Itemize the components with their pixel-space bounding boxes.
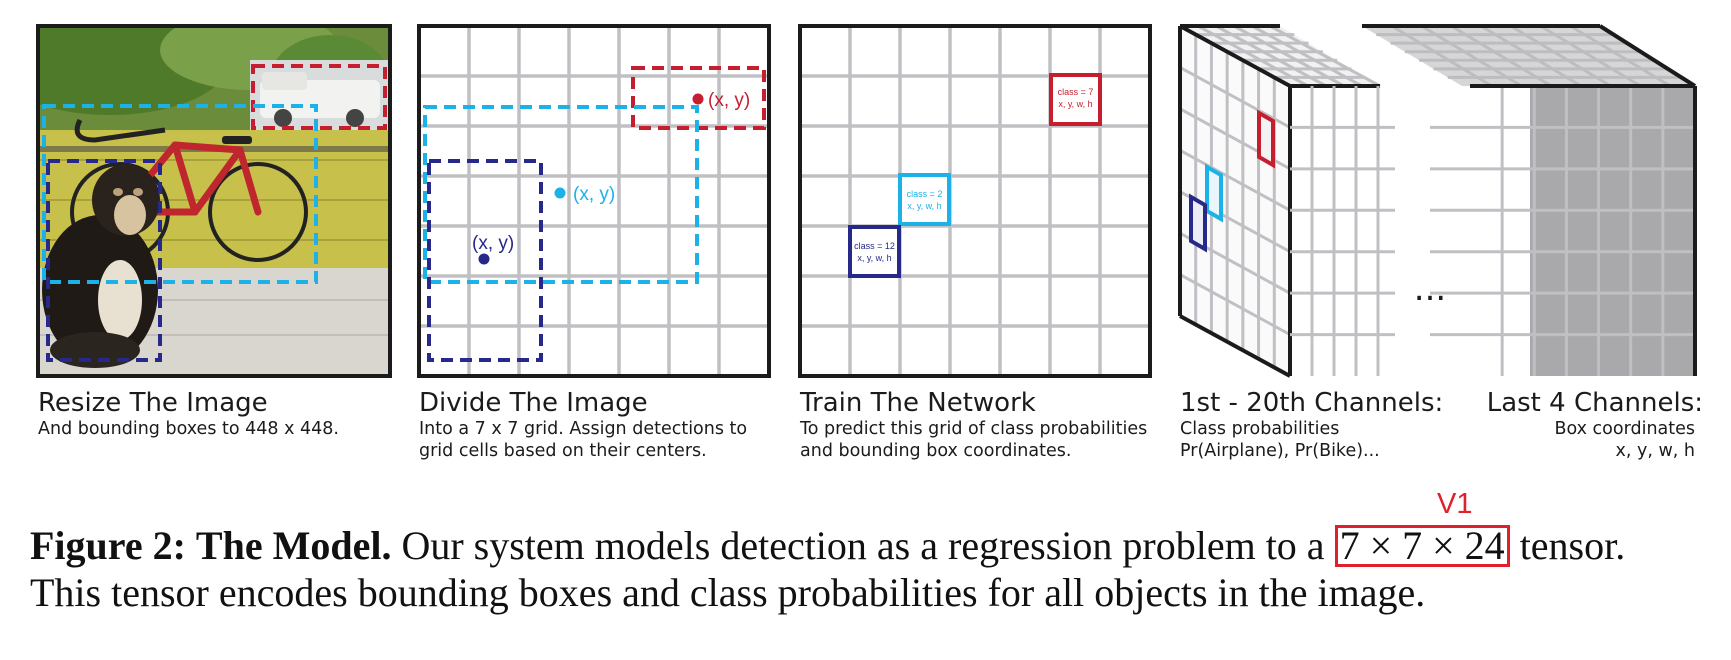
dog-center-dot	[478, 253, 490, 265]
panel-5-subtitle-line1: Box coordinates	[1554, 419, 1695, 439]
box-channel-tensor	[1362, 24, 1697, 376]
cell-class-12-coords: x, y, w, h	[857, 253, 891, 263]
truck-center-label: (x, y)	[708, 90, 750, 111]
annotation-label: V1	[1437, 488, 1473, 520]
output-grid-frame	[798, 24, 1152, 378]
dog-center-label: (x, y)	[472, 233, 514, 254]
caption-text-end: tensor.	[1519, 523, 1626, 568]
cell-class-7-coords: x, y, w, h	[1058, 99, 1092, 109]
panel-4-title: 1st - 20th Channels:	[1180, 388, 1444, 418]
truck-center-dot	[692, 93, 704, 105]
panel-2-subtitle-line2: grid cells based on their centers.	[419, 441, 707, 461]
panel-3-subtitle-line2: and bounding box coordinates.	[800, 441, 1072, 461]
caption-heading: The Model.	[195, 523, 392, 568]
panel-5-title: Last 4 Channels:	[1486, 388, 1703, 418]
caption-figure-label: Figure 2:	[30, 523, 186, 568]
cell-class-2-label: class = 2	[907, 189, 943, 199]
figure: (x, y) (x, y) (x, y) class = 7 x, y, w, …	[36, 24, 1703, 461]
panel-1-subtitle: And bounding boxes to 448 x 448.	[38, 419, 339, 439]
cell-class-7	[1049, 73, 1102, 126]
cell-class-2	[898, 173, 951, 226]
caption-line-1: Figure 2: The Model. Our system models d…	[30, 522, 1730, 569]
figure-caption: Figure 2: The Model. Our system models d…	[30, 522, 1730, 616]
grid-dog-box	[427, 159, 543, 362]
panel-4-subtitle-line1: Class probabilities	[1180, 419, 1340, 439]
dog-bike-photo	[38, 26, 390, 376]
photo-frame	[36, 24, 392, 378]
bike-center-label: (x, y)	[573, 184, 615, 205]
ellipsis-dots: ...	[1414, 269, 1446, 309]
caption-text: Our system models detection as a regress…	[401, 523, 1325, 568]
dog-box	[46, 159, 162, 362]
panel-3-title: Train The Network	[800, 388, 1036, 418]
tensor-shape-highlight: 7 × 7 × 24	[1334, 525, 1510, 567]
bike-center-dot	[554, 187, 566, 199]
truck-box	[251, 64, 387, 130]
bike-box	[42, 104, 318, 284]
channel-navy-cell	[1189, 193, 1207, 253]
grid-frame	[417, 24, 771, 378]
cell-class-2-coords: x, y, w, h	[907, 201, 941, 211]
class-channel-tensor	[1178, 24, 1395, 378]
caption-line-2: This tensor encodes bounding boxes and c…	[30, 570, 1426, 615]
panel-3-subtitle-line1: To predict this grid of class probabilit…	[800, 419, 1148, 439]
cell-class-7-label: class = 7	[1058, 87, 1094, 97]
channel-red-cell	[1257, 109, 1275, 169]
cell-class-12	[848, 225, 901, 278]
channel-cyan-cell	[1205, 163, 1223, 223]
box-coordinate-channels	[1530, 86, 1695, 376]
grid-7x7	[419, 26, 769, 376]
panel-2-title: Divide The Image	[419, 388, 648, 418]
panel-1-title: Resize The Image	[38, 388, 268, 418]
grid-bike-box	[423, 105, 699, 284]
panel-5-subtitle-line2: x, y, w, h	[1615, 441, 1696, 461]
cell-class-12-label: class = 12	[854, 241, 895, 251]
figure-graphics: (x, y) (x, y) (x, y) class = 7 x, y, w, …	[36, 24, 1697, 378]
panel-2-subtitle-line1: Into a 7 x 7 grid. Assign detections to	[419, 419, 748, 439]
panel-4-subtitle-line2: Pr(Airplane), Pr(Bike)...	[1180, 441, 1380, 461]
